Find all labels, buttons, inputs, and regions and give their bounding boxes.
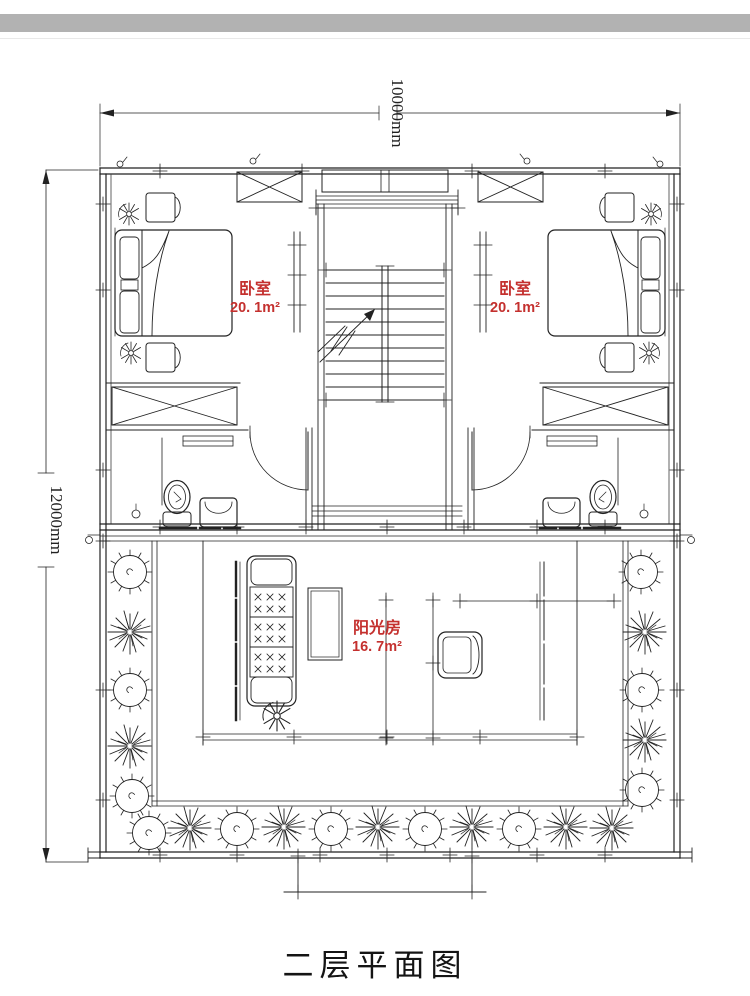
staircase	[311, 203, 463, 531]
drawing-title: 二层平面图	[283, 948, 468, 983]
page-top-gray-bar	[0, 14, 750, 32]
sunroom-area: 16. 7m²	[352, 639, 402, 655]
sofa	[246, 555, 297, 707]
dimension-left: 12000mm	[37, 169, 99, 863]
bedroom-suite-left	[106, 154, 312, 530]
coffee-table	[307, 587, 343, 661]
bedroom-left-area: 20. 1m²	[230, 300, 280, 316]
bedroom-right-area: 20. 1m²	[490, 300, 540, 316]
entry-steps	[283, 857, 487, 893]
terrace	[151, 540, 629, 893]
sunroom-name: 阳光房	[353, 618, 401, 637]
gutter-hook-icon	[687, 536, 695, 544]
bedroom-right-name: 卧室	[499, 279, 531, 298]
grid-ticks	[95, 163, 685, 900]
stair-treads	[325, 269, 445, 401]
bedroom-left-name: 卧室	[239, 279, 271, 298]
divider-line	[0, 38, 750, 39]
plant-row-bottom	[167, 805, 588, 852]
room-labels: 卧室 20. 1m² 卧室 20. 1m² 阳光房 16. 7m²	[230, 279, 540, 655]
dimension-left-label: 12000mm	[47, 486, 66, 555]
gutter-hook-icon	[85, 536, 93, 544]
stair-direction-arrow	[317, 309, 375, 363]
sunroom-grid-lines	[385, 595, 615, 743]
building-outline	[85, 167, 695, 863]
dimension-top-label: 10000mm	[388, 79, 407, 148]
stair-window-band	[315, 169, 459, 215]
dimension-top: 10000mm	[99, 79, 681, 167]
sunroom-frame	[202, 540, 578, 746]
bedroom-suite-right	[468, 154, 674, 530]
armchair	[437, 631, 483, 679]
plant-column-left	[107, 549, 172, 856]
